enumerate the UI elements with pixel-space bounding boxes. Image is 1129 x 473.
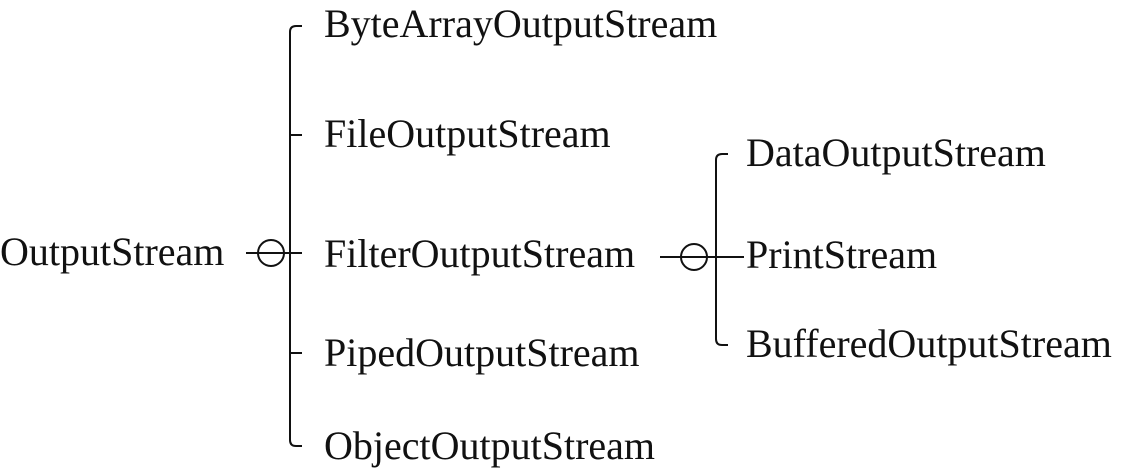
root-bracket-top	[289, 25, 302, 33]
filter-bracket-bottom	[715, 338, 728, 346]
node-dataoutputstream: DataOutputStream	[746, 130, 1046, 175]
filter-bracket-top	[715, 153, 728, 161]
node-objectoutputstream: ObjectOutputStream	[324, 423, 656, 468]
node-bytearrayoutputstream: ByteArrayOutputStream	[324, 1, 718, 46]
node-printstream: PrintStream	[746, 232, 938, 277]
node-outputstream: OutputStream	[0, 229, 225, 274]
node-filteroutputstream: FilterOutputStream	[324, 231, 636, 276]
node-fileoutputstream: FileOutputStream	[324, 111, 611, 156]
root-bracket-bottom	[289, 439, 302, 447]
node-bufferedoutputstream: BufferedOutputStream	[746, 321, 1112, 366]
node-pipedoutputstream: PipedOutputStream	[324, 330, 640, 375]
